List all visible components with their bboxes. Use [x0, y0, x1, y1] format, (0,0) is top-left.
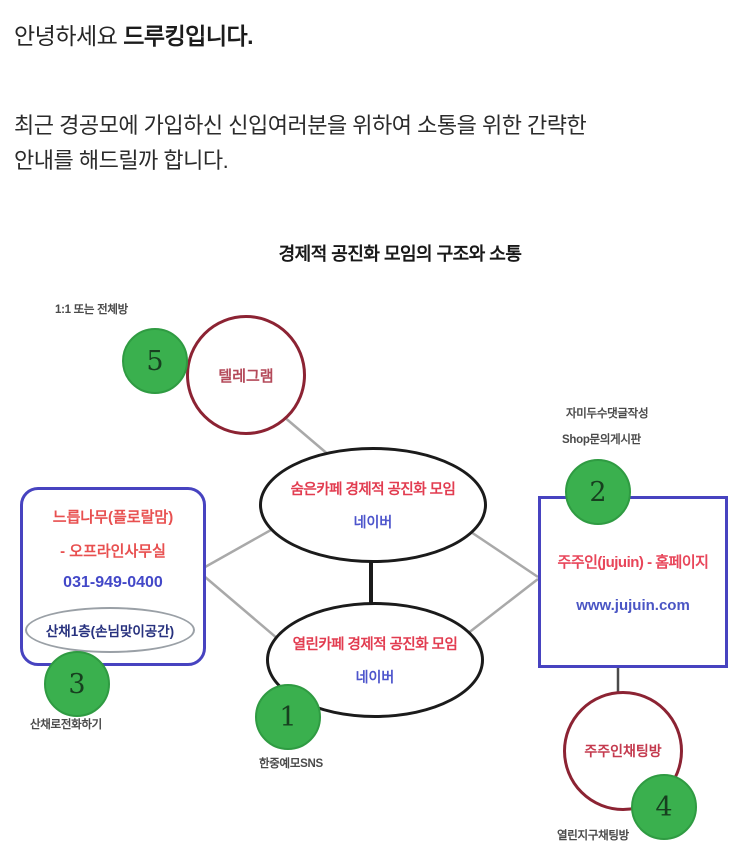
office-annotation: 산채로전화하기 [30, 719, 102, 731]
office-type: - 오프라인사무실 [60, 543, 166, 560]
intro-body-line2: 안내를 해드릴까 합니다. [14, 148, 229, 173]
greeting-prefix: 안녕하세요 [14, 23, 124, 49]
telegram-annotation: 1:1 또는 전체방 [55, 304, 128, 316]
line-opencafe-homepage [457, 578, 539, 642]
node-office: 느릅나무(플로랄맘) - 오프라인사무실 031-949-0400 산채1층(손… [20, 487, 206, 666]
step-badge-4: 4 [631, 774, 697, 840]
line-office-opencafe [197, 570, 279, 640]
chatroom-label: 주주인채팅방 [584, 743, 662, 759]
step-badge-5: 5 [122, 328, 188, 394]
step-badge-2: 2 [565, 459, 631, 525]
line-office-hiddencafe [197, 524, 279, 573]
office-highlight-text: 산채1층(손님맞이공간) [45, 624, 175, 639]
node-homepage: 주주인(jujuin) - 홈페이지 www.jujuin.com [538, 496, 728, 668]
node-hidden-cafe: 숨은카페 경제적 공진화 모임 네이버 [259, 447, 487, 563]
hidden-cafe-title: 숨은카페 경제적 공진화 모임 [290, 482, 456, 498]
office-highlight-oval: 산채1층(손님맞이공간) [25, 607, 195, 653]
chatroom-annotation: 열린지구채팅방 [557, 830, 629, 842]
open-cafe-platform: 네이버 [355, 669, 395, 685]
homepage-title: 주주인(jujuin) - 홈페이지 [557, 554, 709, 571]
intro-body-line1: 최근 경공모에 가입하신 신입여러분을 위하여 소통을 위한 간략한 [14, 113, 587, 138]
hidden-cafe-platform: 네이버 [353, 514, 393, 530]
office-phone: 031-949-0400 [63, 574, 163, 591]
open-cafe-title: 열린카페 경제적 공진화 모임 [292, 637, 458, 653]
step-badge-1: 1 [255, 684, 321, 750]
node-telegram: 텔레그램 [186, 315, 306, 435]
line-telegram-hiddencafe [282, 415, 331, 457]
greeting-name: 드루킹입니다. [123, 23, 254, 49]
diagram-title: 경제적 공진화 모임의 구조와 소통 [278, 244, 522, 264]
open-cafe-annotation: 한중예모SNS [259, 758, 323, 770]
line-hiddencafe-homepage [461, 524, 539, 579]
greeting-line: 안녕하세요 드루킹입니다. [14, 17, 254, 51]
homepage-annotation-2: Shop문의게시판 [562, 434, 641, 446]
homepage-url[interactable]: www.jujuin.com [576, 597, 690, 614]
telegram-label: 텔레그램 [218, 367, 274, 385]
step-badge-3: 3 [44, 651, 110, 717]
homepage-annotation-1: 자미두수댓글작성 [566, 408, 649, 420]
office-name: 느릅나무(플로랄맘) [52, 509, 174, 526]
